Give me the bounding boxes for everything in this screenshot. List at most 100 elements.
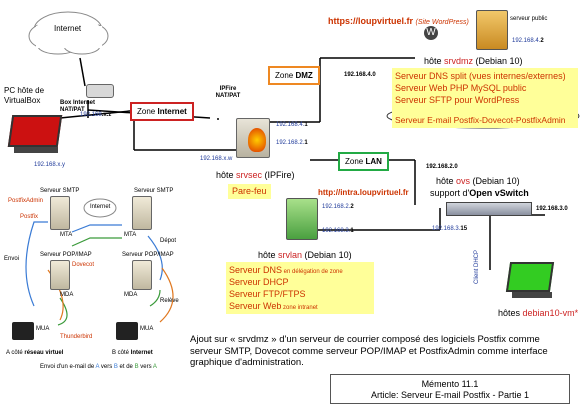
memento-line1: Mémento 11.1 (421, 379, 479, 389)
mail-mua-b-computer-icon (116, 322, 138, 340)
pc-host-ip: 192.168.x.y (34, 162, 66, 168)
mail-mua-b-label: MUA (140, 326, 154, 332)
mail-smtp-a-server-icon (50, 196, 70, 230)
mail-side-b-prefix: B côté (112, 350, 131, 356)
ovs-ip-prefix: 192.168.3. (432, 226, 461, 232)
client-laptop-icon (505, 262, 555, 292)
description-text: Ajout sur « srvdmz » d'un serveur de cou… (190, 334, 548, 368)
box-title: Box Internet NAT/PAT (60, 100, 96, 113)
srvlan-service-dns: Serveur DNS en délégation de zone (229, 264, 371, 276)
laptop-pc-icon (7, 115, 63, 147)
mail-pop-b-label: Serveur POP/IMAP (122, 252, 174, 258)
memento-box: Mémento 11.1 Article: Serveur E-mail Pos… (330, 374, 570, 404)
srvdmz-host-suffix: (Debian 10) (473, 56, 523, 66)
ipfire-host-prefix: hôte (216, 170, 237, 180)
ipfire-ip-dmz: 192.168.4.1 (276, 122, 308, 128)
srvdmz-host-label: hôte srvdmz (Debian 10) (424, 56, 523, 67)
mail-dovecot-label: Dovecot (72, 262, 95, 268)
mail-caption-2: vers (99, 364, 114, 370)
mail-caption-b: B (113, 364, 118, 370)
srvdmz-url-note: (Site WordPress) (415, 19, 469, 26)
mail-smtp-a-label: Serveur SMTP (40, 188, 80, 194)
zone-dmz-bold: DMZ (295, 71, 313, 80)
ovs-host-name: ovs (456, 176, 471, 186)
ipfire-ip-w: 192.168.x.w (200, 156, 233, 162)
srvlan-ip-b: 192.168.3.1 (322, 228, 354, 234)
srvdmz-ip-prefix: 192.168.4. (512, 38, 541, 44)
ipfire-ip-lan-last: 1 (304, 140, 308, 146)
zone-internet-bold: Internet (157, 107, 187, 116)
mail-internet-cloud (83, 198, 117, 218)
ipfire-ip-lan-prefix: 192.168.2. (276, 140, 305, 146)
mail-postfixadmin-label: PostfixAdmin (8, 198, 44, 204)
client-laptop-base-icon (512, 292, 552, 298)
mail-caption: Envoi d'un e-mail de A vers B et de B ve… (40, 364, 157, 371)
ipfire-ip-lan: 192.168.2.1 (276, 140, 308, 146)
mail-internet-label: Internet (90, 204, 111, 210)
mail-smtp-b-label: Serveur SMTP (134, 188, 174, 194)
ipfire-host-suffix: (IPFire) (262, 170, 295, 180)
srvlan-ip-a: 192.168.2.2 (322, 204, 354, 210)
mail-side-a-label: A côté réseau virtuel (6, 350, 63, 357)
mail-mta-b-label: MTA (124, 232, 137, 238)
zone-lan-prefix: Zone (345, 157, 366, 166)
ovs-network-ip: 192.168.3.0 (536, 206, 568, 212)
srvlan-service-ftp-main: Serveur FTP/FTPS (229, 289, 306, 299)
internet-label: Internet (54, 24, 82, 33)
srvdmz-ip-last: 2 (540, 38, 544, 44)
ovs-support-prefix: support d' (430, 188, 470, 198)
memento-line2: Article: Serveur E-mail Postfix - Partie… (370, 390, 530, 400)
ovs-dhcp-label: Client DHCP (474, 249, 480, 284)
ovs-support-bold: Open vSwitch (469, 188, 529, 198)
srvdmz-url: https://loupvirtuel.fr (Site WordPress) (328, 16, 469, 27)
mail-caption-a2: A (152, 364, 157, 370)
srvdmz-service-sftp: Serveur SFTP pour WordPress (395, 95, 520, 105)
mail-thunderbird-label: Thunderbird (60, 334, 93, 340)
srvlan-service-dhcp: Serveur DHCP (229, 276, 371, 288)
dmz-network-ip: 192.168.4.0 (344, 72, 376, 78)
switch-icon (446, 202, 532, 216)
client-label: hôtes debian10-vm* (498, 308, 578, 319)
srvlan-ip-a-last: 2 (350, 204, 354, 210)
mail-postfix-label: Postfix (20, 214, 39, 220)
srvlan-service-dns-note: en délégation de zone (282, 269, 343, 275)
srvlan-service-web-main: Serveur Web (229, 301, 282, 311)
srvlan-services-box: Serveur DNS en délégation de zone Serveu… (226, 262, 374, 314)
srvlan-service-ftp: Serveur FTP/FTPS (229, 288, 371, 300)
ipfire-title: IPFire NAT/PAT (215, 86, 241, 99)
srvlan-host-label: hôte srvlan (Debian 10) (258, 250, 352, 261)
srvlan-ip-a-prefix: 192.168.2. (322, 204, 351, 210)
mail-mda-b-label: MDA (124, 292, 138, 298)
ipfire-host-label: hôte srvsec (IPFire) (216, 170, 295, 181)
mail-mta-a-label: MTA (60, 232, 73, 238)
zone-dmz-label: Zone DMZ (268, 66, 320, 85)
srvlan-host-prefix: hôte (258, 250, 279, 260)
srvlan-service-web: Serveur Web zone intranet (229, 300, 371, 312)
box-ip-prefix: 192.168 (80, 112, 102, 118)
lan-network-ip: 192.168.2.0 (426, 164, 458, 170)
zone-dmz-prefix: Zone (275, 71, 296, 80)
zone-internet-label: Zone Internet (130, 102, 194, 121)
srvlan-ip-b-last: 1 (350, 228, 354, 234)
srvlan-url: http://intra.loupvirtuel.fr (318, 188, 409, 197)
box-router-icon (86, 84, 114, 98)
mail-mua-a-computer-icon (12, 322, 34, 340)
client-name: debian10-vm* (522, 308, 579, 318)
ovs-host-prefix: hôte (436, 176, 457, 186)
mail-caption-4: vers (138, 364, 153, 370)
srvlan-service-web-note: zone intranet (281, 305, 318, 311)
mail-caption-1: Envoi d'un e-mail de (40, 364, 96, 370)
mail-side-a-bold: réseau virtuel (24, 350, 64, 356)
srvdmz-url-rest: ://loupvirtuel.fr (350, 16, 413, 26)
pc-host-title: PC hôte de VirtualBox (4, 86, 45, 105)
srvdmz-host-prefix: hôte (424, 56, 445, 66)
ovs-ip-last: 15 (460, 226, 468, 232)
ovs-host-suffix: (Debian 10) (470, 176, 520, 186)
srvlan-host-suffix: (Debian 10) (302, 250, 352, 260)
box-ip-suffix: .x.z (101, 112, 112, 118)
srvdmz-host-name: srvdmz (444, 56, 474, 66)
srvdmz-service-dns: Serveur DNS split (vues internes/externe… (395, 71, 566, 81)
srvdmz-service-mail: Serveur E-mail Postfix-Dovecot-PostfixAd… (395, 115, 566, 125)
mail-pop-a-label: Serveur POP/IMAP (40, 252, 92, 258)
zone-internet-prefix: Zone (137, 107, 158, 116)
